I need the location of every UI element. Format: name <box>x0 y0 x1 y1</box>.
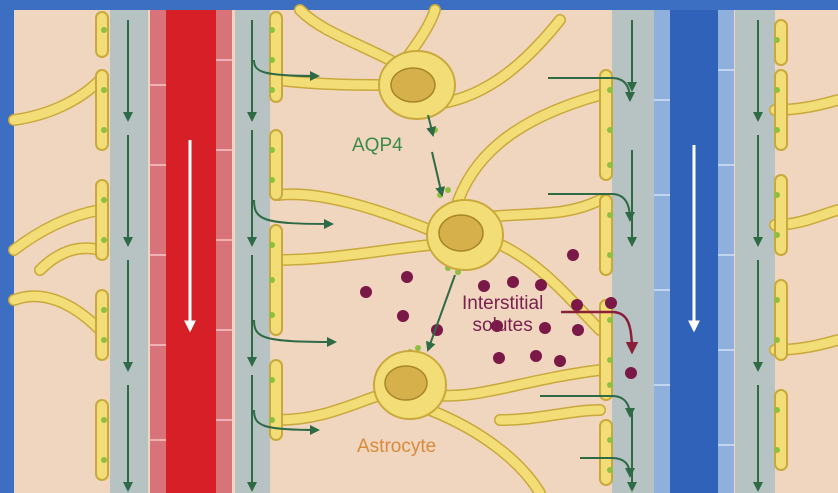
aqp4-label: AQP4 <box>352 135 403 157</box>
astrocyte-cell-top <box>379 51 455 119</box>
vein <box>654 10 734 493</box>
astrocyte-label: Astrocyte <box>357 436 436 458</box>
astrocyte-cell-bottom <box>374 351 446 419</box>
interstitial-solutes-label-line2: solutes <box>462 315 543 337</box>
interstitial-solutes-label: Interstitial solutes <box>462 293 543 337</box>
astrocyte-cell-middle <box>427 200 503 270</box>
artery <box>150 10 232 493</box>
interstitial-solutes-label-line1: Interstitial <box>462 293 543 315</box>
